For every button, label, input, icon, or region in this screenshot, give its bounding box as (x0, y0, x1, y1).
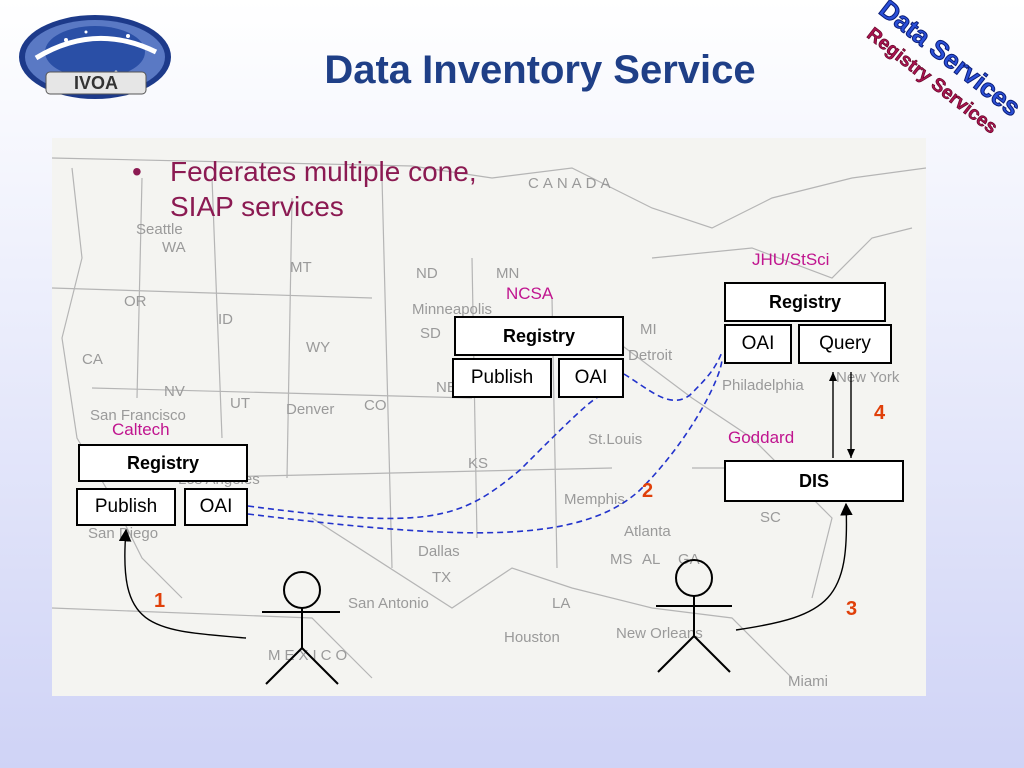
jhu-registry-box: Registry (724, 282, 886, 322)
map-label-mn: MN (496, 265, 519, 282)
logo-text: IVOA (74, 73, 118, 93)
map-label-nv: NV (164, 383, 185, 400)
map-label-atlanta: Atlanta (624, 523, 671, 540)
map-label-seattle: Seattle (136, 221, 183, 238)
map-label-or: OR (124, 293, 147, 310)
map-label-al: AL (642, 551, 660, 568)
jhu-oai-box: OAI (724, 324, 792, 364)
map-label-ks: KS (468, 455, 488, 472)
map-label-wy: WY (306, 339, 330, 356)
site-label-goddard: Goddard (728, 428, 795, 447)
ivoa-logo: IVOA (19, 15, 171, 99)
map-label-tx: TX (432, 569, 451, 586)
map-label-mt: MT (290, 259, 312, 276)
site-label-ncsa: NCSA (506, 284, 554, 303)
bullet-list: • Federates multiple cone, SIAP services (124, 154, 484, 224)
slide-title: Data Inventory Service (324, 48, 756, 92)
map-label-sd: SD (420, 325, 441, 342)
map-label-mi: MI (640, 321, 657, 338)
map-label-st-louis: St.Louis (588, 431, 642, 448)
bullet-dot: • (132, 156, 142, 187)
map-label-san-antonio: San Antonio (348, 595, 429, 612)
ncsa-oai-box: OAI (558, 358, 624, 398)
caltech-oai-box: OAI (184, 488, 248, 526)
goddard-dis-box: DIS (724, 460, 904, 502)
map-label-san-francisco: San Francisco (90, 407, 186, 424)
step-4-label: 4 (874, 402, 886, 424)
ncsa-registry-box: Registry (454, 316, 624, 356)
map-label-new-york: New York (836, 369, 900, 386)
map-label-denver: Denver (286, 401, 334, 418)
caltech-registry-box: Registry (78, 444, 248, 482)
map-label-detroit: Detroit (628, 347, 673, 364)
map-label-philadelphia: Philadelphia (722, 377, 804, 394)
map-label-la: LA (552, 595, 570, 612)
map-label-minneapolis: Minneapolis (412, 301, 492, 318)
map-label-sc: SC (760, 509, 781, 526)
map-label-dallas: Dallas (418, 543, 460, 560)
map-label-ms: MS (610, 551, 633, 568)
step-1-label: 1 (154, 590, 166, 612)
step-3-label: 3 (846, 598, 858, 620)
map-label-mexico: MEXICO (268, 647, 351, 664)
map-label-new-orleans: New Orleans (616, 625, 703, 642)
map-label-houston: Houston (504, 629, 560, 646)
map-label-nd: ND (416, 265, 438, 282)
bullet-item: • Federates multiple cone, SIAP services (124, 154, 484, 224)
caltech-publish-box: Publish (76, 488, 176, 526)
map-label-canada: CANADA (528, 175, 615, 192)
map-label-ga: GA (678, 551, 700, 568)
site-label-caltech: Caltech (112, 420, 170, 439)
map-label-co: CO (364, 397, 387, 414)
map-label-memphis: Memphis (564, 491, 625, 508)
map-label-id: ID (218, 311, 233, 328)
step-2-label: 2 (642, 480, 654, 502)
ncsa-publish-box: Publish (452, 358, 552, 398)
map-label-miami: Miami (788, 673, 828, 690)
bullet-text: Federates multiple cone, SIAP services (170, 156, 477, 222)
map-label-ca: CA (82, 351, 103, 368)
map-label-san-diego: San Diego (88, 525, 158, 542)
map-label-ut: UT (230, 395, 250, 412)
map-label-wa: WA (162, 239, 186, 256)
jhu-query-box: Query (798, 324, 892, 364)
services-badge: Data Services Registry Services (862, 0, 1024, 139)
site-label-jhu: JHU/StSci (752, 250, 830, 269)
